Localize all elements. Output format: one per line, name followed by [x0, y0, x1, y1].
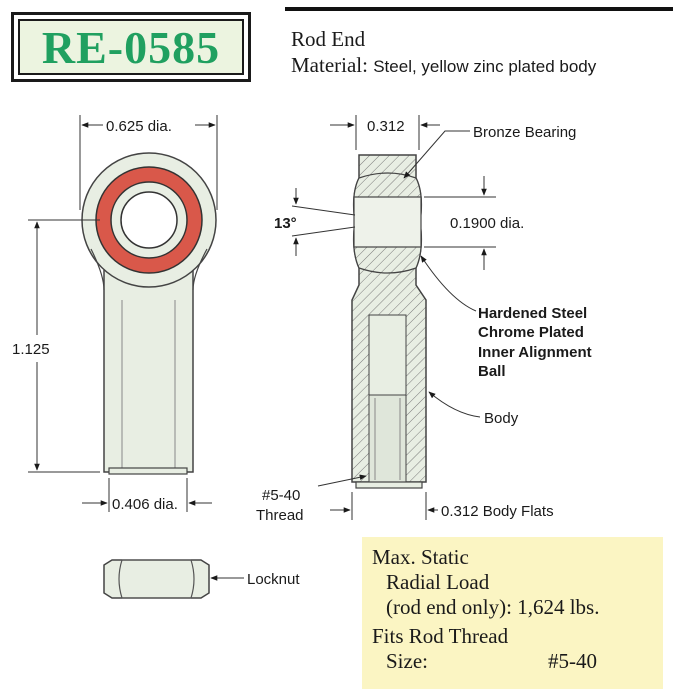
thread-label-line2: Thread [256, 507, 304, 524]
ball-label-line2: Chrome Plated [478, 324, 584, 341]
angle-dimension: 13° [274, 188, 356, 256]
locknut-drawing [103, 559, 210, 599]
bore-dia-label: 0.1900 dia. [450, 215, 524, 232]
spec-box: Max. Static Radial Load (rod end only): … [362, 537, 663, 689]
side-view [351, 154, 427, 489]
thread-label-line1: #5-40 [262, 487, 300, 504]
ball-label-line1: Hardened Steel [478, 305, 587, 322]
size-label: Size: [386, 649, 428, 673]
shank-dia-dimension: 0.406 dia. [82, 478, 212, 513]
bronze-bearing-label: Bronze Bearing [473, 124, 576, 141]
material-label: Material: [291, 53, 368, 77]
locknut-label: Locknut [247, 571, 300, 588]
locknut-callout: Locknut [210, 571, 300, 588]
body-flats-dimension: 0.312 Body Flats [330, 492, 554, 520]
product-title: Rod End [291, 27, 366, 51]
front-view [81, 152, 217, 475]
body-flats-label: 0.312 Body Flats [441, 503, 554, 520]
part-number: RE-0585 [41, 21, 221, 73]
load-line-3: (rod end only): 1,624 lbs. [386, 595, 600, 619]
header-rule [285, 7, 673, 11]
overall-length-label: 1.125 [12, 341, 50, 358]
material-value: Steel, yellow zinc plated body [373, 57, 597, 76]
angle-label: 13° [274, 215, 297, 232]
size-value: #5-40 [548, 649, 597, 673]
part-number-badge: RE-0585 [11, 12, 251, 82]
body-label: Body [484, 410, 519, 427]
head-dia-label: 0.625 dia. [106, 118, 172, 135]
bronze-bearing-callout: Bronze Bearing [403, 124, 576, 179]
bore-dia-dimension: 0.1900 dia. [424, 176, 524, 270]
shank-dia-label: 0.406 dia. [112, 496, 178, 513]
material-line: Material: Steel, yellow zinc plated body [291, 52, 596, 80]
width-dimension: 0.312 [330, 115, 440, 150]
part-number-badge-inner: RE-0585 [18, 19, 244, 75]
ball-label-line3: Inner Alignment [478, 344, 592, 361]
title-block: Rod End Material: Steel, yellow zinc pla… [291, 26, 596, 80]
width-label: 0.312 [367, 118, 405, 135]
size-line: Size: #5-40 [372, 649, 663, 674]
ball-label-line4: Ball [478, 363, 506, 380]
load-line-2: Radial Load [386, 570, 490, 594]
head-dia-dimension: 0.625 dia. [79, 115, 218, 210]
load-line-1: Max. Static [372, 545, 469, 569]
ball-callout: Hardened Steel Chrome Plated Inner Align… [420, 255, 592, 380]
fits-line-1: Fits Rod Thread [372, 624, 509, 648]
thread-callout: #5-40 Thread [256, 474, 367, 524]
overall-length-dimension: 1.125 [12, 219, 100, 473]
body-callout: Body [428, 391, 519, 427]
